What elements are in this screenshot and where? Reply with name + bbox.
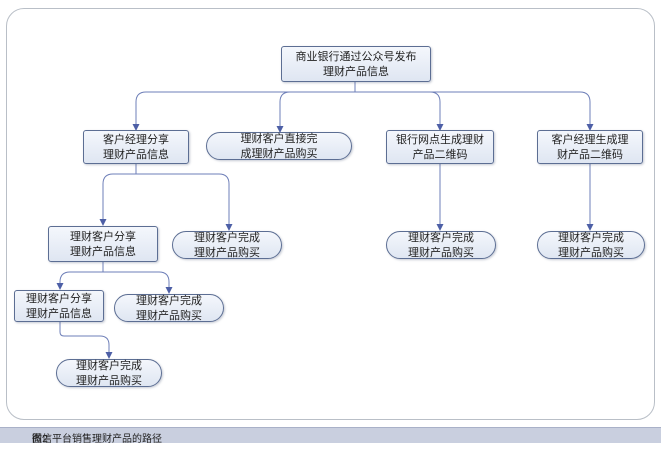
node-manager-share: 客户经理分享 理财产品信息 — [83, 130, 189, 164]
node-purchase-manager: 理财客户完成 理财产品购买 — [537, 231, 645, 259]
edge-manager-share-purchase — [136, 173, 233, 231]
node-purchase-1: 理财客户完成 理财产品购买 — [172, 231, 282, 259]
edge-customer-share-purchase-2 — [103, 271, 173, 294]
node-manager-qr: 客户经理生成理 财产品二维码 — [537, 130, 643, 164]
edge-root-direct-purchase — [276, 91, 291, 133]
figure-number: 图2 — [32, 434, 49, 445]
edge-manager-share-customer-share — [99, 164, 137, 226]
edge-root-manager-qr — [430, 91, 594, 131]
node-purchase-branch: 理财客户完成 理财产品购买 — [386, 231, 496, 259]
node-branch-qr: 银行网点生成理财 产品二维码 — [386, 130, 494, 164]
node-customer-share-2: 理财客户分享 理财产品信息 — [14, 290, 104, 322]
edge-root-manager-share — [132, 82, 356, 131]
node-direct-purchase: 理财客户直接完 成理财产品购买 — [206, 132, 352, 160]
node-customer-share-1: 理财客户分享 理财产品信息 — [48, 226, 158, 262]
figure-caption-bar: 图2 微信平台销售理财产品的路径 — [0, 427, 661, 445]
node-purchase-3: 理财客户完成 理财产品购买 — [56, 359, 162, 387]
figure-title: 微信平台销售理财产品的路径 — [32, 434, 162, 445]
edge-customer-share-2-purchase-3 — [59, 322, 113, 359]
node-purchase-2: 理财客户完成 理财产品购买 — [114, 294, 224, 322]
edge-customer-share-customer-share-2 — [56, 262, 104, 290]
edge-root-branch-qr — [355, 91, 444, 131]
node-bank-publish: 商业银行通过公众号发布 理财产品信息 — [281, 46, 431, 82]
figure-caption: 图2 微信平台销售理财产品的路径 — [16, 429, 162, 445]
